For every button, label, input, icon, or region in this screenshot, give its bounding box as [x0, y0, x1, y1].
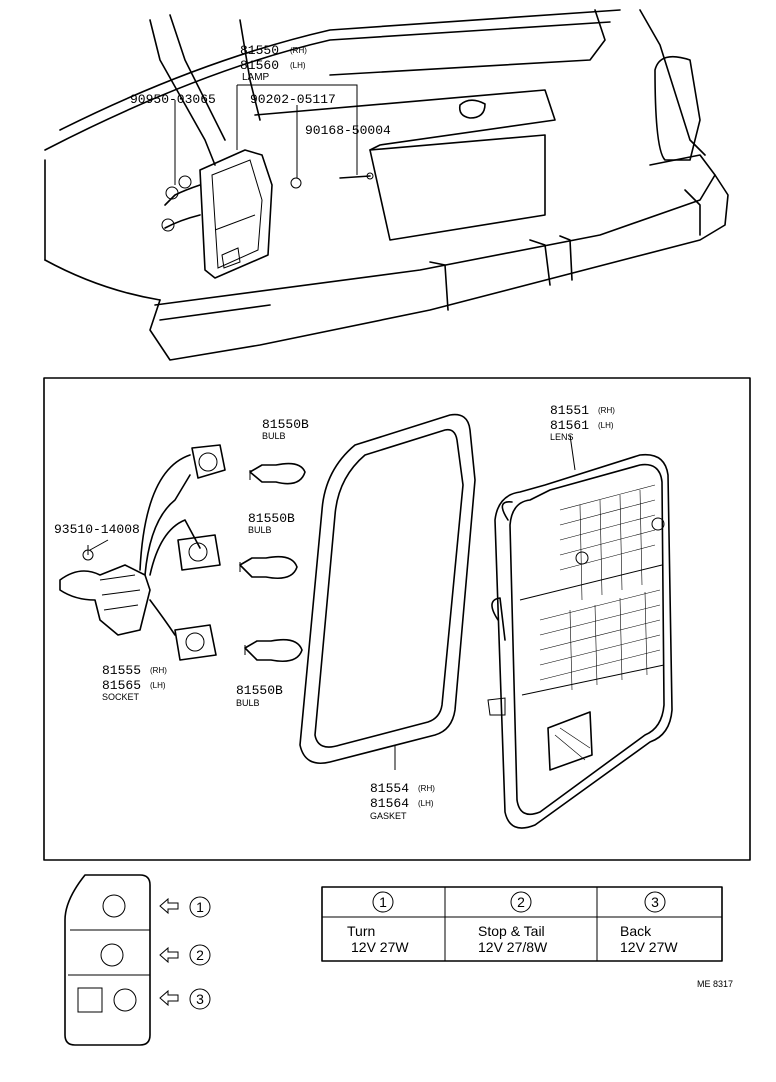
- stop-tail-function: Stop & Tail: [478, 923, 545, 939]
- bulb-1-number: 81550B: [262, 417, 309, 432]
- back-function: Back: [620, 923, 652, 939]
- bulb-2-name: BULB: [248, 525, 272, 535]
- lamp-lh-number: 81560: [240, 58, 279, 73]
- figure-code: ME 8317: [697, 979, 733, 989]
- vehicle-rear-illustration: [44, 9, 729, 361]
- lamp-rh-number: 81550: [240, 43, 279, 58]
- table-header-3: 3: [651, 894, 659, 910]
- gasket-name: GASKET: [370, 811, 407, 821]
- gasket-lh-number: 81564: [370, 796, 409, 811]
- lamp-name: LAMP: [242, 72, 270, 83]
- turn-function: Turn: [347, 923, 375, 939]
- turn-spec: 12V 27W: [351, 939, 409, 955]
- socket-rh-number: 81555: [102, 663, 141, 678]
- lens-lh-number: 81561: [550, 418, 589, 433]
- bulb-3-name: BULB: [236, 698, 260, 708]
- socket-name: SOCKET: [102, 692, 140, 702]
- key-marker-2: 2: [196, 947, 204, 963]
- screw-b-number: 90168-50004: [305, 123, 391, 138]
- gasket-illustration: [299, 413, 476, 764]
- socket-lh-side: (LH): [150, 681, 166, 690]
- lamp-position-key: [64, 874, 211, 1046]
- key-marker-3: 3: [196, 991, 204, 1007]
- gasket-rh-side: (RH): [418, 784, 435, 793]
- screw-a-number: 90950-03065: [130, 92, 216, 107]
- lamp-rh-side: (RH): [290, 46, 307, 55]
- bulb-3-number: 81550B: [236, 683, 283, 698]
- lens-lh-side: (LH): [598, 421, 614, 430]
- bulb-1-name: BULB: [262, 431, 286, 441]
- bulb-2-illustration: [239, 555, 298, 580]
- lens-name: LENS: [550, 432, 574, 442]
- bulb-spec-table: [321, 886, 723, 962]
- table-header-2: 2: [517, 894, 525, 910]
- stop-tail-spec: 12V 27/8W: [478, 939, 548, 955]
- socket-rh-side: (RH): [150, 666, 167, 675]
- nut-number: 90202-05117: [250, 92, 336, 107]
- gasket-rh-number: 81554: [370, 781, 409, 796]
- bulb-3-illustration: [244, 638, 303, 663]
- socket-harness-illustration: [59, 444, 226, 661]
- table-header-1: 1: [379, 894, 387, 910]
- exploded-view-frame: [43, 377, 751, 861]
- lens-rh-number: 81551: [550, 403, 589, 418]
- bulb-1-illustration: [249, 462, 306, 485]
- socket-lh-number: 81565: [102, 678, 141, 693]
- lens-illustration: [487, 453, 673, 829]
- bulb-2-number: 81550B: [248, 511, 295, 526]
- grommet-number: 93510-14008: [54, 522, 140, 537]
- lens-rh-side: (RH): [598, 406, 615, 415]
- lamp-lh-side: (LH): [290, 61, 306, 70]
- back-spec: 12V 27W: [620, 939, 678, 955]
- gasket-lh-side: (LH): [418, 799, 434, 808]
- key-marker-1: 1: [196, 899, 204, 915]
